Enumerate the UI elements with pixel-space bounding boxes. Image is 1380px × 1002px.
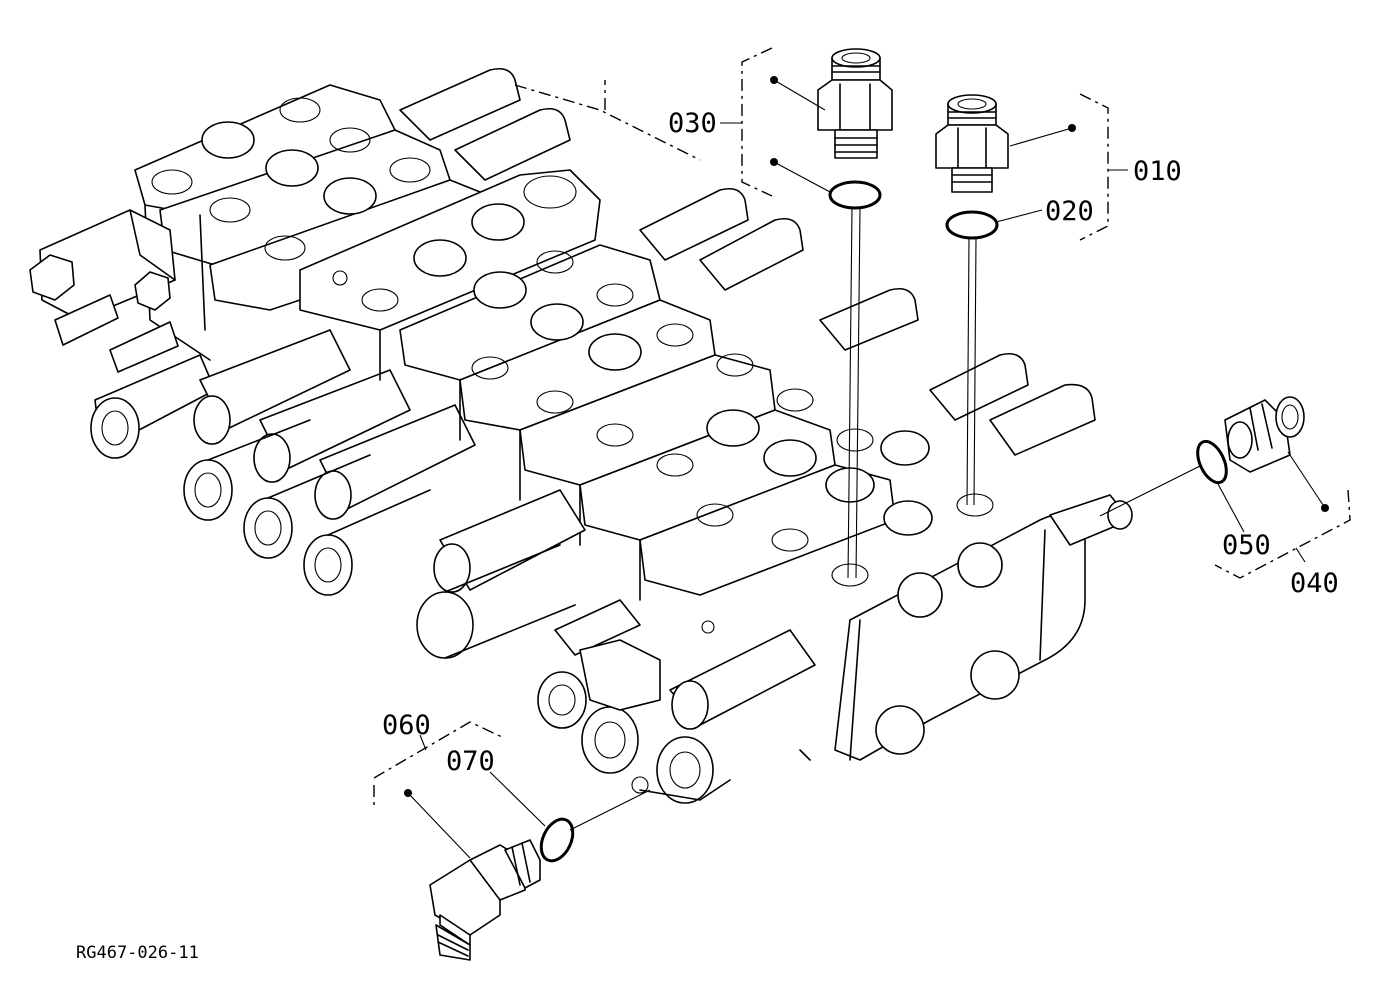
callout-010: 010 <box>1133 156 1182 187</box>
callout-labels: 030 010 020 050 040 060 070 <box>382 108 1339 777</box>
fitting-030 <box>817 48 893 159</box>
callout-050: 050 <box>1222 530 1271 561</box>
end-cover-right <box>579 494 1133 761</box>
callout-020: 020 <box>1045 196 1094 227</box>
valve-section-middle <box>299 169 994 634</box>
callout-040: 040 <box>1290 568 1339 599</box>
drawing-reference: RG467-026-11 <box>76 943 199 963</box>
o-ring-050 <box>1196 439 1228 485</box>
callout-070: 070 <box>446 746 495 777</box>
o-ring-070 <box>539 817 575 863</box>
spool-ends-rear <box>399 67 1096 456</box>
assembly-lines <box>569 207 1201 831</box>
leader-lines <box>404 76 1329 859</box>
callout-030: 030 <box>668 108 717 139</box>
callout-060: 060 <box>382 710 431 741</box>
o-ring-020 <box>945 210 999 240</box>
fitting-010 <box>935 94 1009 193</box>
control-valve-assembly <box>29 67 1133 804</box>
elbow-fitting-060 <box>429 839 541 961</box>
spool-group-front <box>416 489 816 804</box>
o-ring-030 <box>828 180 882 210</box>
group-brackets <box>373 47 1351 810</box>
spool-group-left <box>29 209 476 596</box>
fitting-040 <box>1224 396 1305 473</box>
